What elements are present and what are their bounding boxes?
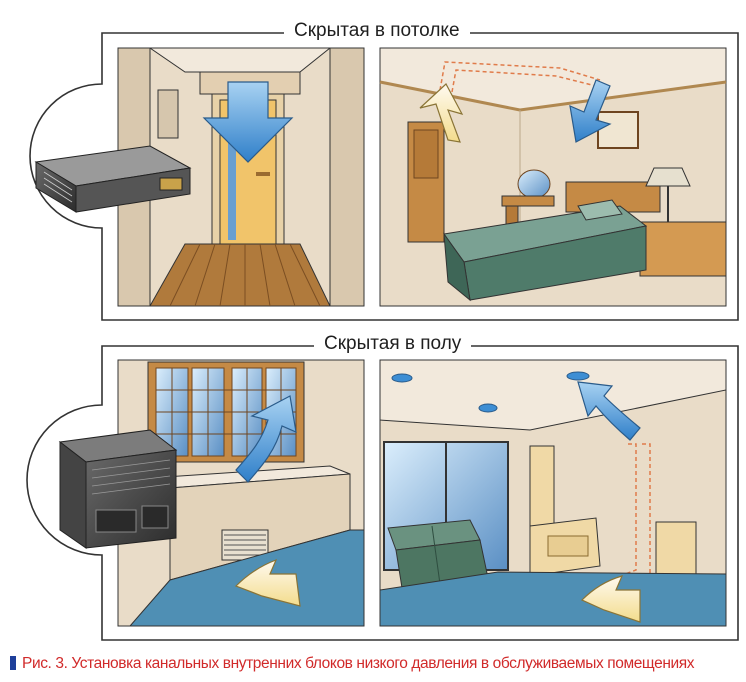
panel-bedroom <box>379 47 727 307</box>
figure-caption: Рис. 3. Установка канальных внутренних б… <box>10 655 695 673</box>
section-title-ceiling: Скрытая в потолке <box>284 20 470 42</box>
panel-living-room <box>379 359 727 627</box>
caption-text: Рис. 3. Установка канальных внутренних б… <box>22 655 695 672</box>
section-title-floor: Скрытая в полу <box>314 333 472 355</box>
caption-marker-icon <box>10 656 16 670</box>
frame-floor <box>26 345 739 641</box>
panel-window-room <box>117 359 365 627</box>
panel-corridor <box>117 47 365 307</box>
illustration <box>26 32 739 641</box>
floor-console-unit-icon <box>58 429 178 549</box>
ducted-ceiling-unit-icon <box>34 145 192 213</box>
frame-ceiling <box>29 32 739 321</box>
